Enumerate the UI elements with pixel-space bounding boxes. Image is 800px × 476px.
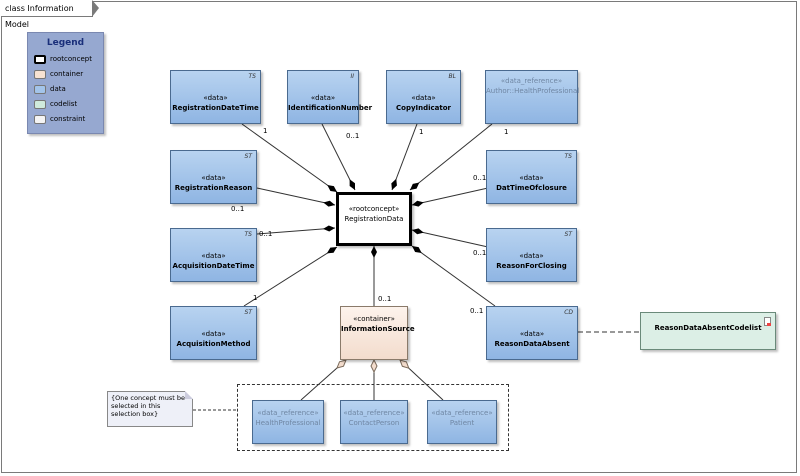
edge-reason-data-absent	[411, 245, 496, 307]
class-acquisition-date-time[interactable]: TS «data» AcquisitionDateTime	[170, 228, 257, 282]
legend: Legend rootconcept container data codeli…	[27, 32, 104, 134]
class-identification-number[interactable]: II «data» IdentificationNumber	[287, 70, 372, 124]
legend-swatch-data	[34, 84, 46, 94]
diagram-frame-title: class Information Model	[1, 0, 99, 29]
class-reason-data-absent[interactable]: CD «data» ReasonDataAbsent	[486, 306, 578, 360]
edge-acquisition-method	[243, 246, 338, 307]
class-health-professional[interactable]: «data_reference» HealthProfessional	[252, 400, 324, 444]
class-acquisition-method[interactable]: ST «data» AcquisitionMethod	[170, 306, 257, 360]
class-registration-reason[interactable]: ST «data» RegistrationReason	[170, 150, 257, 204]
class-reason-for-closing[interactable]: ST «data» ReasonForClosing	[486, 228, 577, 282]
class-patient[interactable]: «data_reference» Patient	[427, 400, 497, 444]
codelist-icon	[764, 317, 771, 326]
constraint-note: {One concept must be selected in this se…	[107, 391, 193, 427]
edge-registration-reason	[256, 187, 336, 207]
legend-swatch-codelist	[34, 99, 46, 109]
mult-date-time-of-closure: 0..1	[473, 174, 487, 182]
mult-registration-date-time: 1	[263, 127, 268, 135]
selection-box	[237, 384, 509, 451]
mult-reason-for-closing: 0..1	[473, 249, 487, 257]
legend-item-rootconcept: rootconcept	[34, 54, 92, 65]
note-fold	[185, 391, 193, 399]
edge-health-professional	[300, 360, 346, 401]
edge-copy-indicator	[391, 123, 418, 191]
legend-swatch-container	[34, 69, 46, 79]
edge-patient	[400, 360, 444, 401]
class-reason-data-absent-codelist[interactable]: ReasonDataAbsentCodelist	[640, 312, 776, 350]
legend-item-codelist: codelist	[34, 99, 77, 110]
class-information-source[interactable]: «container» InformationSource	[340, 306, 415, 360]
mult-identification-number: 0..1	[346, 132, 360, 140]
mult-acquisition-method: 1	[253, 294, 258, 302]
edge-reason-for-closing	[411, 228, 489, 248]
mult-copy-indicator: 1	[419, 128, 424, 136]
edge-author	[409, 123, 493, 191]
legend-item-data: data	[34, 84, 66, 95]
class-date-time-of-closure[interactable]: TS «data» DatTimeOfclosure	[486, 150, 577, 204]
legend-item-container: container	[34, 69, 83, 80]
legend-swatch-constraint	[34, 114, 46, 124]
class-author-health-professional[interactable]: «data_reference» Author::HealthProfessio…	[485, 70, 579, 124]
class-registration-data[interactable]: «rootconcept» RegistrationData	[336, 192, 412, 246]
edge-acquisition-date-time	[256, 225, 336, 235]
mult-registration-reason: 0..1	[231, 205, 245, 213]
class-contact-person[interactable]: «data_reference» ContactPerson	[340, 400, 408, 444]
edge-identification-number	[321, 123, 356, 191]
mult-author: 1	[504, 128, 509, 136]
legend-title: Legend	[46, 38, 85, 48]
class-registration-date-time[interactable]: TS «data» RegistrationDateTime	[170, 70, 261, 124]
mult-acquisition-date-time: 0..1	[259, 230, 273, 238]
legend-item-constraint: constraint	[34, 114, 85, 125]
legend-swatch-rootconcept	[34, 54, 46, 64]
mult-reason-data-absent: 0..1	[470, 307, 484, 315]
class-copy-indicator[interactable]: BL «data» CopyIndicator	[386, 70, 461, 124]
edge-date-time-of-closure	[411, 187, 489, 207]
edge-registration-date-time	[241, 123, 338, 193]
mult-information-source: 0..1	[378, 295, 392, 303]
